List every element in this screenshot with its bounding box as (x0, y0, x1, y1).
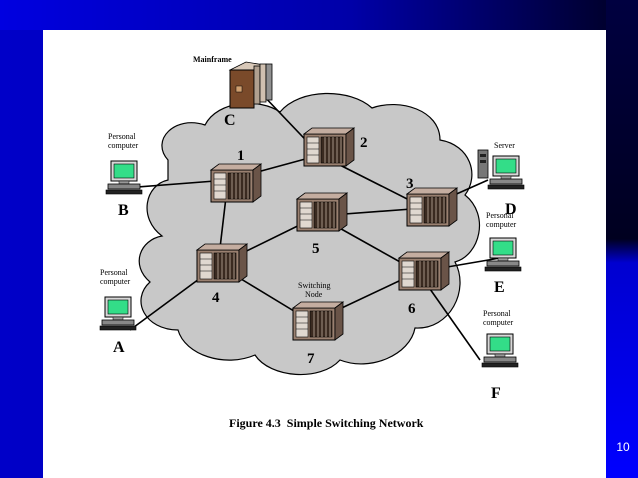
station-f-letter: F (491, 385, 501, 402)
node-label-1: 1 (237, 148, 245, 164)
page-number: 10 (616, 440, 630, 454)
node-label-3: 3 (406, 176, 414, 192)
switch-node-6 (398, 251, 450, 291)
station-d-letter: D (505, 201, 517, 218)
switching-node-label-line2: Node (305, 290, 323, 299)
personal-computer-f-icon (481, 333, 519, 368)
station-f-caption-line1: Personal (483, 309, 511, 318)
node-label-4: 4 (212, 290, 220, 306)
server-d-icon (477, 149, 525, 190)
node-label-6: 6 (408, 301, 416, 317)
switch-node-5 (296, 192, 348, 232)
node-label-7: 7 (307, 351, 315, 367)
switch-node-3 (406, 187, 458, 227)
personal-computer-a-icon (99, 296, 137, 331)
station-c-caption: Mainframe (193, 55, 232, 64)
personal-computer-b-icon (105, 160, 143, 195)
figure-caption: Figure 4.3 Simple Switching Network (229, 416, 424, 430)
mainframe-icon (228, 61, 273, 109)
station-a-letter: A (113, 339, 125, 356)
station-b-caption-line1: Personal (108, 132, 136, 141)
personal-computer-e-icon (484, 237, 522, 272)
right-band (606, 0, 638, 478)
node-label-2: 2 (360, 135, 368, 151)
station-e-letter: E (494, 279, 505, 296)
station-d-caption: Server (494, 141, 515, 150)
station-a-caption-line1: Personal (100, 268, 128, 277)
station-b-caption-line2: computer (108, 141, 139, 150)
station-c-letter: C (224, 112, 236, 129)
node-label-5: 5 (312, 241, 320, 257)
top-band (0, 0, 638, 30)
switch-node-4 (196, 243, 248, 283)
station-a-caption-line2: computer (100, 277, 131, 286)
station-b-letter: B (118, 202, 129, 219)
station-f-caption-line2: computer (483, 318, 514, 327)
switch-node-7 (292, 301, 344, 341)
station-e-caption-line1: Personal (486, 211, 514, 220)
switching-node-label-line1: Switching (298, 281, 330, 290)
switch-node-1 (210, 163, 262, 203)
switch-node-2 (303, 127, 355, 167)
station-e-caption-line2: computer (486, 220, 517, 229)
